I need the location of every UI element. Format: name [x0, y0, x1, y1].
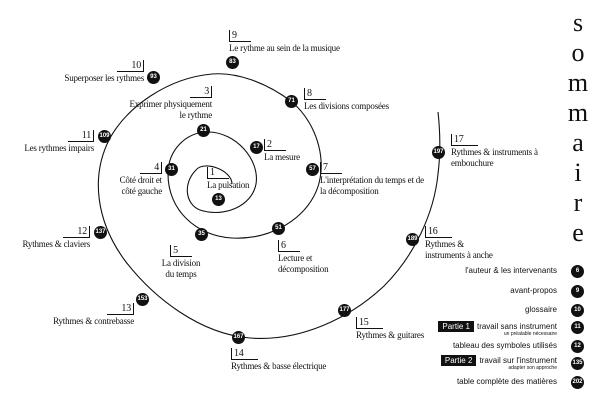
chapter-10[interactable]: 10 Superposer les rythmes	[64, 60, 144, 83]
page-badge-ch15[interactable]: 177	[338, 304, 351, 317]
chapter-1[interactable]: 1 La pulsation	[207, 167, 250, 190]
page-badge-ch11[interactable]: 109	[98, 130, 111, 143]
menu-item-glossaire[interactable]: glossaire	[524, 305, 557, 314]
menu-item-avant-propos[interactable]: avant-propos	[510, 286, 557, 295]
page-badge-tableau-symboles[interactable]: 12	[571, 340, 584, 353]
page-badge-ch5[interactable]: 35	[195, 228, 208, 241]
page-badge-ch14[interactable]: 167	[232, 331, 245, 344]
page-badge-ch6[interactable]: 51	[272, 222, 285, 235]
chapter-5[interactable]: 5 La division du temps	[161, 245, 201, 279]
chapter-13[interactable]: 13 Rythmes & contrebasse	[53, 303, 134, 326]
page-badge-ch1[interactable]: 13	[212, 193, 225, 206]
page-badge-avant-propos[interactable]: 9	[571, 285, 584, 298]
chapter-11[interactable]: 11 Les rythmes impairs	[24, 130, 94, 153]
page-badge-ch7[interactable]: 57	[306, 163, 319, 176]
chapter-4[interactable]: 4 Côté droit et côté gauche	[119, 162, 162, 196]
page-title-sommaire: s o m m a i r e	[567, 8, 589, 247]
chapter-16[interactable]: 16 Rythmes & instruments à anche	[425, 226, 493, 260]
menu-item-table-complete[interactable]: table complète des matières	[456, 377, 557, 386]
chapter-9[interactable]: 9 Le rythme au sein de la musique	[229, 30, 340, 53]
chapter-12[interactable]: 12 Rythmes & claviers	[22, 226, 90, 249]
page-badge-auteur[interactable]: 6	[571, 265, 584, 278]
partie-1-badge: Partie 1	[438, 321, 474, 332]
page-badge-ch12[interactable]: 137	[94, 226, 107, 239]
chapter-3[interactable]: 3 Exprimer physiquement le rythme	[129, 86, 212, 120]
page-badge-ch17[interactable]: 197	[432, 146, 445, 159]
chapter-7[interactable]: 7 L'interprétation du temps et de la déc…	[320, 162, 424, 196]
page-badge-ch2[interactable]: 17	[250, 141, 263, 154]
menu-item-tableau-symboles[interactable]: tableau des symboles utilisés	[452, 341, 557, 350]
chapter-15[interactable]: 15 Rythmes & guitares	[356, 317, 425, 340]
page-badge-ch4[interactable]: 31	[165, 163, 178, 176]
chapter-6[interactable]: 6 Lecture et décomposition	[278, 240, 329, 274]
chapter-2[interactable]: 2 La mesure	[264, 139, 300, 162]
page-badge-ch16[interactable]: 189	[406, 233, 419, 246]
page-badge-ch9[interactable]: 83	[226, 56, 239, 69]
partie-2-badge: Partie 2	[440, 355, 477, 366]
page-badge-ch8[interactable]: 71	[285, 95, 298, 108]
page-badge-glossaire[interactable]: 10	[571, 304, 584, 317]
page-badge-partie-1[interactable]: 11	[571, 321, 584, 334]
menu-item-auteur[interactable]: l'auteur & les intervenants	[465, 266, 557, 275]
chapter-17[interactable]: 17 Rythmes & instruments à embouchure	[451, 134, 538, 168]
page-badge-ch3[interactable]: 21	[197, 124, 210, 137]
chapter-14[interactable]: 14 Rythmes & basse électrique	[231, 348, 327, 371]
page-badge-partie-2[interactable]: 135	[571, 357, 584, 370]
page-badge-ch13[interactable]: 153	[136, 293, 149, 306]
page-badge-ch10[interactable]: 93	[147, 71, 160, 84]
chapter-8[interactable]: 8 Les divisions composées	[304, 88, 389, 111]
page-badge-table-complete[interactable]: 202	[571, 376, 584, 389]
